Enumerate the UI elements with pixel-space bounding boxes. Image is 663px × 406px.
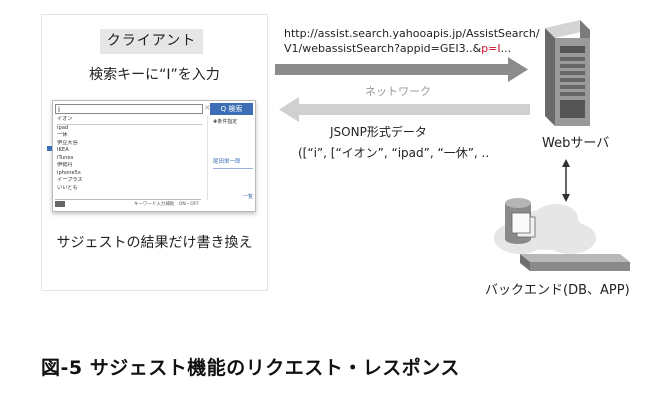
mock-divider [207,116,208,200]
client-caption: サジェストの結果だけ書き換え [56,235,253,251]
request-url-query: p=I [481,42,501,55]
search-suggest-mockup: i × Q 検索 ✚条件指定 イオン ipad 一休 伊豆大島 IKEA iTu… [47,100,256,212]
suggestion-item[interactable]: iphone5s [57,169,81,176]
suggestion-item[interactable]: iTunes [57,154,74,161]
request-arrow [275,57,528,82]
suggestion-item[interactable]: イープラス [57,177,83,183]
mock-search-input[interactable]: i [55,104,203,114]
request-url: http://assist.search.yahooapis.jp/Assist… [284,26,540,56]
mock-right-separator [213,168,253,169]
mock-right-link[interactable]: 尾田栄一郎 [213,159,241,165]
web-server-label: Webサーバ [542,136,610,151]
backend-label: バックエンド(DB、APP) [485,283,630,298]
suggestion-item[interactable]: 一休 [57,132,68,138]
mock-right-link-secondary[interactable]: 一覧 [243,194,254,200]
client-action-text: 検索キーに“I”を入力 [89,67,220,83]
request-url-suffix: ... [500,42,512,55]
mock-footer: キーワード入力補助 ON・OFF [55,199,201,208]
request-url-line1: http://assist.search.yahooapis.jp/Assist… [284,27,540,40]
bidirectional-arrow-icon [562,159,570,202]
request-url-prefix: V1/webassistSearch?appid=GEI3..& [284,42,482,55]
network-label: ネットワーク [365,85,431,98]
web-server-icon [545,20,590,126]
request-url-line2: V1/webassistSearch?appid=GEI3..&p=I... [284,41,540,56]
mock-option-link[interactable]: ✚条件指定 [213,119,238,125]
mock-footer-tab [55,201,65,207]
mock-search-button[interactable]: Q 検索 [210,103,253,115]
mock-side-marker [47,146,52,151]
suggestion-item[interactable]: 伊豆大島 [57,139,78,146]
response-title: JSONP形式データ [330,125,427,139]
database-icon [505,198,536,244]
figure-caption: 図-5 サジェスト機能のリクエスト・レスポンス [41,357,460,379]
client-label: クライアント [100,29,203,54]
response-body: ([“i”, [“イオン”, “ipad”, “一休”, .. [298,146,490,160]
response-arrow [279,97,530,122]
suggestion-item[interactable]: イオン [57,116,203,125]
suggestion-item[interactable]: IKEA [57,147,69,153]
backend-platform-icon [520,254,630,271]
mock-suggestion-list: イオン ipad 一休 伊豆大島 IKEA iTunes 伊勢丹 iphone5… [57,116,203,192]
mock-clear-icon[interactable]: × [204,103,211,112]
suggestion-item[interactable]: 伊勢丹 [57,162,73,168]
suggestion-item[interactable]: いいとも [57,184,78,191]
suggestion-item[interactable]: ipad [57,124,69,131]
